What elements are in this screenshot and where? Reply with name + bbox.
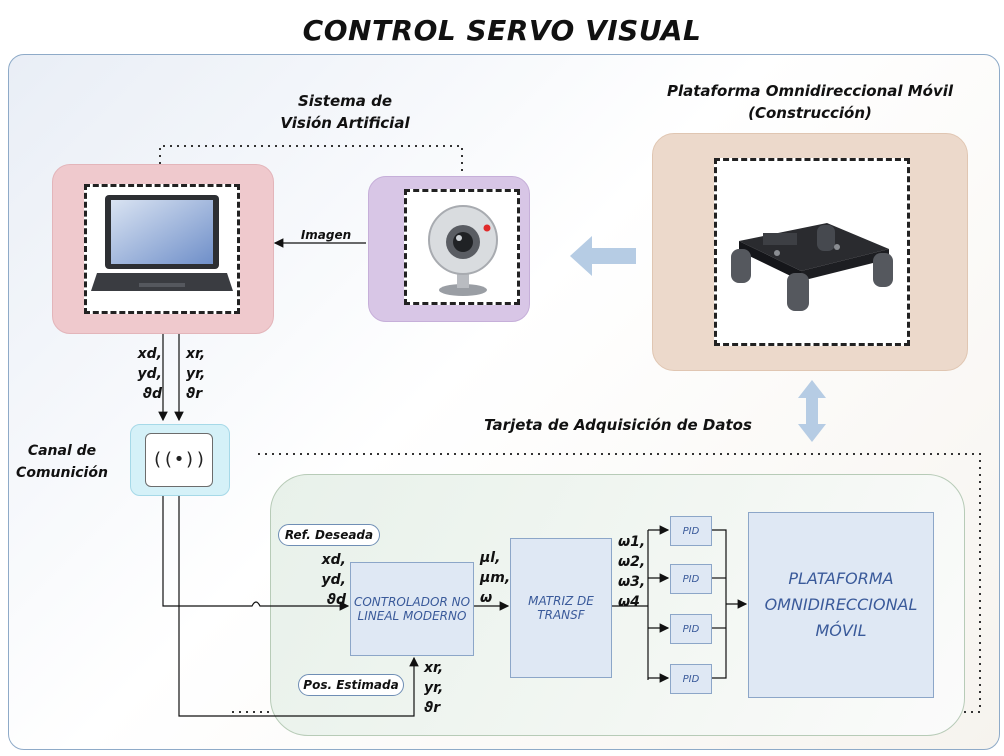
- pos-vars: xr, yr, ϑr: [424, 658, 460, 718]
- laptop-out-right: xr, yr, ϑr: [186, 344, 216, 404]
- pos-var-theta: ϑr: [424, 700, 441, 716]
- left-block-arrow: [570, 236, 636, 276]
- robot-platform-icon: [731, 223, 893, 311]
- pos-var-y: yr,: [424, 680, 444, 696]
- platform-block: PLATAFORMA OMNIDIRECCIONAL MÓVIL: [748, 512, 934, 698]
- pos-var-x: xr,: [424, 660, 444, 676]
- var-omega2: ω2,: [618, 554, 646, 570]
- laptop-out-left: xd, yd, ϑd: [132, 344, 162, 404]
- ref-var-y: yd,: [321, 572, 346, 588]
- var-thetar: ϑr: [186, 386, 203, 402]
- webcam-frame: [404, 189, 520, 305]
- var-omega1: ω1,: [618, 534, 646, 550]
- page-title: CONTROL SERVO VISUAL: [302, 14, 702, 47]
- matrix-block: MATRIZ DE TRANSF: [510, 538, 612, 678]
- laptop-icon: [91, 195, 233, 291]
- var-mu-l: µl,: [480, 550, 501, 566]
- var-mu-m: µm,: [480, 570, 511, 586]
- vision-system-label: Sistema de Visión Artificial: [280, 92, 410, 132]
- channel-label: Canal de Comunición: [16, 443, 108, 481]
- ref-var-x: xd,: [321, 552, 346, 568]
- var-thetad: ϑd: [142, 386, 162, 402]
- pos-pill: Pos. Estimada: [298, 674, 404, 696]
- pid-block-4: PID: [670, 664, 712, 694]
- laptop-frame: [84, 184, 240, 314]
- var-omega4: ω4: [618, 594, 640, 610]
- pid-block-1: PID: [670, 516, 712, 546]
- platform-label: Plataforma Omnidireccional Móvil (Constr…: [666, 82, 954, 122]
- image-arrow-label: Imagen: [300, 228, 352, 242]
- var-yr: yr,: [186, 366, 206, 382]
- ref-var-theta: ϑd: [326, 592, 346, 608]
- ref-vars: xd, yd, ϑd: [304, 550, 346, 610]
- var-omega3: ω3,: [618, 574, 646, 590]
- omega-vars: ω1, ω2, ω3, ω4: [618, 532, 652, 612]
- ref-pill: Ref. Deseada: [278, 524, 380, 546]
- pid-block-3: PID: [670, 614, 712, 644]
- controller-block: CONTROLADOR NO LINEAL MODERNO: [350, 562, 474, 656]
- webcam-icon: [428, 205, 498, 296]
- daq-label: Tarjeta de Adquisición de Datos: [484, 416, 752, 434]
- var-omega: ω: [480, 590, 493, 606]
- updown-block-arrow: [798, 380, 826, 442]
- var-xd: xd,: [137, 346, 162, 362]
- pid-block-2: PID: [670, 564, 712, 594]
- ctrl-out-vars: µl, µm, ω: [480, 548, 516, 608]
- var-xr: xr,: [186, 346, 206, 362]
- platform-photo-frame: [714, 158, 910, 346]
- wireless-signal-icon: ((•)): [145, 433, 213, 487]
- var-yd: yd,: [137, 366, 162, 382]
